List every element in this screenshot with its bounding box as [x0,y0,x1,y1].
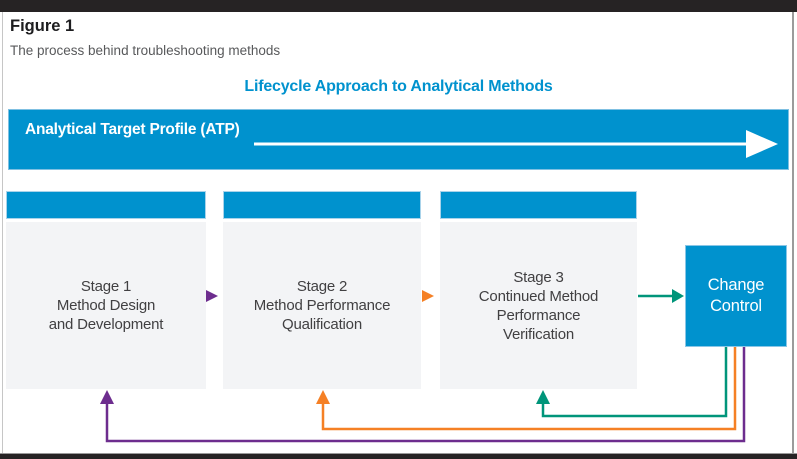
stage-1-body: Stage 1 Method Design and Development [6,222,206,389]
stage-2-label: Stage 2 Method Performance Qualification [253,278,391,333]
change-control-box: Change Control [685,245,787,347]
feedback-to-stage2-head-icon [316,390,330,404]
stage2-to-stage3-arrow-icon [422,290,434,302]
stage-3-label: Stage 3 Continued Method Performance Ver… [478,268,599,343]
left-border-line [2,12,3,453]
bottom-border-bar [0,453,797,459]
figure-caption: The process behind troubleshooting metho… [10,43,281,58]
stage-3-header-bar [440,191,637,219]
change-control-label: Change Control [707,276,765,315]
diagram-title: Lifecycle Approach to Analytical Methods [244,78,553,95]
atp-bar: Analytical Target Profile (ATP) [8,109,789,170]
feedback-to-stage3-head-icon [536,390,550,404]
stage3-to-changecontrol-head-icon [672,289,684,303]
stage-3-body: Stage 3 Continued Method Performance Ver… [440,222,637,389]
stage-1-header-bar [6,191,206,219]
feedback-to-stage1-head-icon [100,390,114,404]
figure-label: Figure 1 [10,17,75,35]
stage-1-label: Stage 1 Method Design and Development [48,278,164,333]
stage-2-body: Stage 2 Method Performance Qualification [223,222,421,389]
right-border-line [792,12,794,453]
atp-bar-label: Analytical Target Profile (ATP) [25,121,240,138]
stage1-to-stage2-arrow-icon [206,290,218,302]
stage-2-header-bar [223,191,421,219]
top-border-bar [0,0,797,12]
